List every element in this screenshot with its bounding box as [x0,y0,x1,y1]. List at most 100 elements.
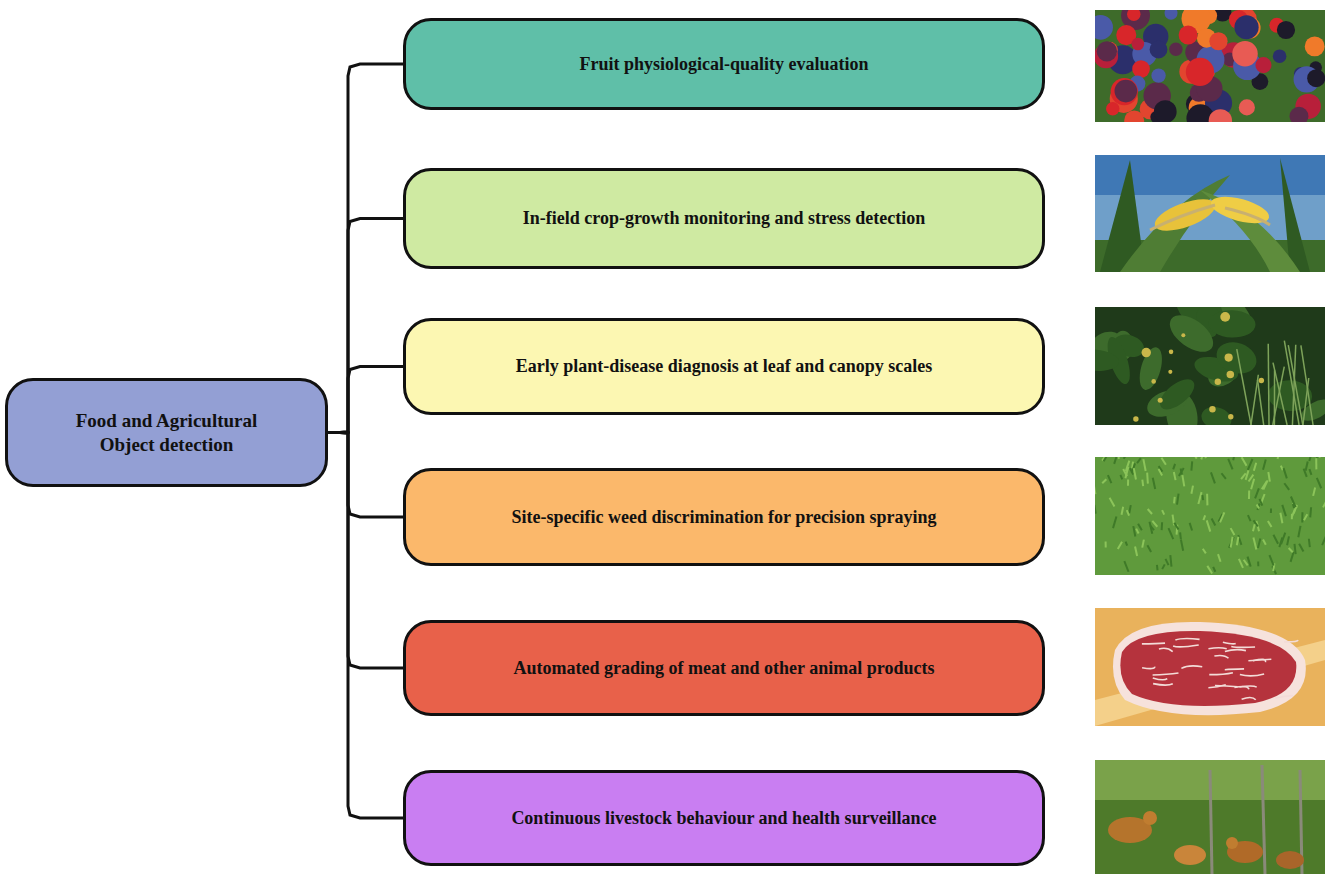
weed-blade [1228,459,1232,470]
leaf-shape [1199,404,1234,425]
grass-blade [1258,380,1264,425]
weed-blade [1298,526,1300,537]
fruit-dot [1097,41,1117,61]
weed-blade [1174,523,1178,530]
marbling [1223,642,1236,644]
weed-blade [1248,490,1250,498]
grass-blade [1273,363,1287,425]
weed-blade [1268,472,1270,482]
tree-connector [328,433,403,518]
weed-blade [1212,518,1216,525]
weed-blade [1315,458,1317,469]
weed-blade [1203,457,1206,458]
weed-blade [1118,542,1122,549]
weed-blade [1313,487,1315,495]
disease-spot [1158,398,1163,403]
weed-blade [1291,552,1294,562]
weed-blade [1269,555,1273,565]
weed-blade [1237,537,1239,546]
marbling [1215,685,1238,686]
weed-blade [1284,483,1289,490]
weed-blade [1257,503,1259,509]
fruit-dot [1273,49,1287,63]
branch-label: Fruit physiological-quality evaluation [579,53,868,76]
leaf-shape [1155,374,1199,415]
weed-blade [1190,523,1192,531]
marbling [1153,673,1179,675]
weed-blade [1203,515,1205,520]
weed-blade [1126,542,1128,546]
marbling [1173,645,1199,647]
weed-blade [1162,564,1165,569]
branch-box: In-field crop-growth monitoring and stre… [403,168,1045,269]
weed-blade [1201,495,1204,500]
weed-blade [1129,505,1131,513]
weed-blade [1241,473,1246,479]
disease-spot [1228,414,1233,419]
weed-blade [1259,499,1262,506]
tree-connector [328,64,403,433]
grass-blade [1303,378,1309,425]
fruit-dot [1234,15,1258,39]
marbling [1153,678,1167,680]
disease-spot [1220,312,1230,322]
tree-connector [328,367,403,433]
fruit-dot [1169,42,1182,55]
weed-blade [1280,513,1282,523]
weed-blade [1213,567,1215,572]
weed-blade [1127,480,1129,486]
weed-blade [1143,459,1145,471]
fruit-dot [1209,32,1227,50]
grass-blade [1301,345,1313,425]
weed-blade [1161,522,1163,530]
weed-blade [1229,537,1234,548]
disease-spot [1181,333,1185,337]
marbling [1142,667,1155,669]
weed-blade [1308,539,1311,547]
weed-blade [1309,469,1311,475]
leaf-shape [1163,308,1219,359]
weed-blade [1170,555,1171,566]
grass-blade [1273,367,1284,425]
marbling [1225,650,1246,652]
branch-label: Early plant-disease diagnosis at leaf an… [516,355,933,378]
weed-blade [1221,473,1225,479]
disease-spot [1259,378,1264,383]
weed-blade [1263,460,1266,470]
weed-blade [1133,526,1135,536]
weed-blade [1323,499,1325,508]
weed-blade [1134,468,1136,479]
weed-blade [1317,478,1321,488]
weed-blade [1253,524,1255,531]
disease-spot [1142,348,1151,357]
grass-blade [1237,349,1251,425]
weed-blade [1220,512,1224,522]
weed-blade [1124,561,1128,572]
marbling [1208,647,1226,650]
weed-blade [1277,457,1280,459]
weed-blade [1159,469,1163,475]
weed-blade [1270,508,1272,513]
disease-spot [1133,416,1138,421]
weed-blade [1258,539,1260,549]
weed-blade [1198,492,1201,504]
weed-blade [1203,549,1206,554]
weed-blade [1239,559,1243,568]
weed-blade [1291,496,1296,507]
weed-blade [1206,494,1208,506]
fruit-dot [1307,69,1325,87]
fruit-dot [1095,15,1113,40]
fruit-dot [1232,41,1258,67]
weed-blade [1289,548,1293,552]
fruit-dot [1115,80,1138,103]
weed-blade [1095,505,1096,514]
weed-blade [1309,457,1312,461]
weed-blade [1293,504,1294,508]
weed-blade [1190,461,1193,470]
weed-blade [1095,484,1096,495]
weed-photo [1095,457,1325,575]
weed-blade [1179,532,1182,539]
leaf-shape [1208,309,1256,338]
grass-blade [1274,370,1276,425]
weed-blade [1105,542,1107,548]
